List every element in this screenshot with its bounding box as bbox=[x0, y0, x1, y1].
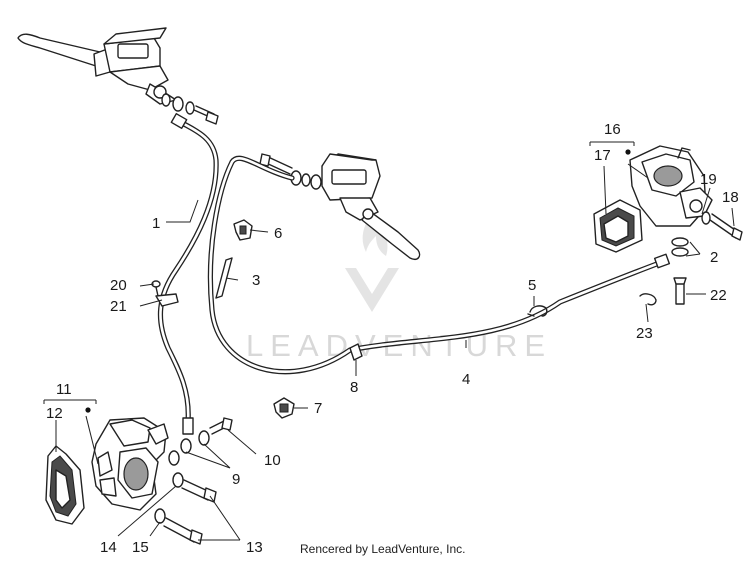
clip-5 bbox=[527, 305, 548, 317]
credit-line: Rencered by LeadVenture, Inc. bbox=[300, 542, 465, 556]
front-caliper bbox=[91, 417, 169, 511]
callout-3: 3 bbox=[252, 272, 260, 289]
callout-15: 15 bbox=[132, 539, 149, 556]
callout-18: 18 bbox=[722, 189, 739, 206]
callout-2: 2 bbox=[710, 249, 718, 266]
callout-20: 20 bbox=[110, 277, 127, 294]
callout-22: 22 bbox=[710, 287, 727, 304]
callout-10: 10 bbox=[264, 452, 281, 469]
callout-6: 6 bbox=[274, 225, 282, 242]
callout-21: 21 bbox=[110, 298, 127, 315]
brake-hose-1 bbox=[157, 112, 219, 435]
clip-6 bbox=[233, 219, 253, 241]
callout-17: 17 bbox=[594, 147, 611, 164]
clip-7 bbox=[273, 397, 295, 419]
master-cylinder-upper bbox=[17, 27, 177, 105]
rear-caliper bbox=[629, 145, 713, 227]
banjo-bolt-upper bbox=[161, 93, 219, 125]
callout-11: 11 bbox=[56, 381, 72, 398]
rear-brake-pads bbox=[593, 199, 643, 253]
front-brake-pads bbox=[45, 445, 85, 525]
pin-3 bbox=[215, 257, 233, 299]
hose-sleeve bbox=[349, 343, 363, 361]
front-caliper-hardware bbox=[154, 417, 233, 545]
callout-4: 4 bbox=[462, 371, 470, 388]
callout-14: 14 bbox=[100, 539, 117, 556]
rear-caliper-hardware bbox=[671, 211, 743, 305]
callout-1: 1 bbox=[152, 215, 160, 232]
callout-7: 7 bbox=[314, 400, 322, 417]
callout-12: 12 bbox=[46, 405, 63, 422]
callout-19: 19 bbox=[700, 171, 717, 188]
callout-5: 5 bbox=[528, 277, 536, 294]
callout-16: 16 bbox=[604, 121, 621, 138]
callout-9: 9 bbox=[232, 471, 240, 488]
leader-lines bbox=[43, 141, 735, 541]
callout-23: 23 bbox=[636, 325, 653, 342]
master-cylinder-middle bbox=[259, 153, 421, 260]
brake-hose-4 bbox=[207, 155, 671, 375]
callout-8: 8 bbox=[350, 379, 358, 396]
callout-numbers: 1 2 3 4 5 6 7 8 9 10 11 12 13 14 15 16 1… bbox=[46, 121, 739, 556]
callout-13: 13 bbox=[246, 539, 263, 556]
clip-23 bbox=[639, 293, 657, 306]
